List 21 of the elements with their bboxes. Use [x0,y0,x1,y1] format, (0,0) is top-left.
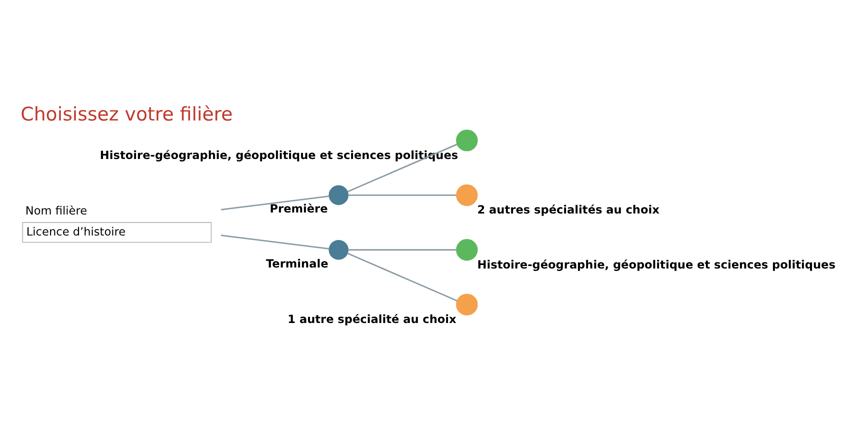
node-label: Histoire-géographie, géopolitique et sciences politiques [477,258,836,271]
node-circle [328,184,348,205]
node-circle [456,129,478,151]
node-label: Histoire-géographie, géopolitique et sciences politiques [100,148,458,162]
diagram-title: Choisissez votre filière [20,103,233,126]
connector [347,252,458,301]
connector [347,143,458,192]
node-circle [456,184,478,206]
node-label: Nom filière [25,204,88,218]
node-label: Terminale [266,256,328,270]
node-label: 2 autres spécialités au choix [477,203,660,216]
node-label: Première [270,202,328,216]
node-circle [328,239,348,260]
connector [348,194,456,196]
connector [220,195,330,210]
node-circle [456,238,478,260]
node-box: Licence d’histoire [22,222,212,242]
node-label: 1 autre spécialité au choix [288,312,456,326]
node-circle [456,293,478,315]
connector [220,234,330,250]
connector [348,248,456,250]
